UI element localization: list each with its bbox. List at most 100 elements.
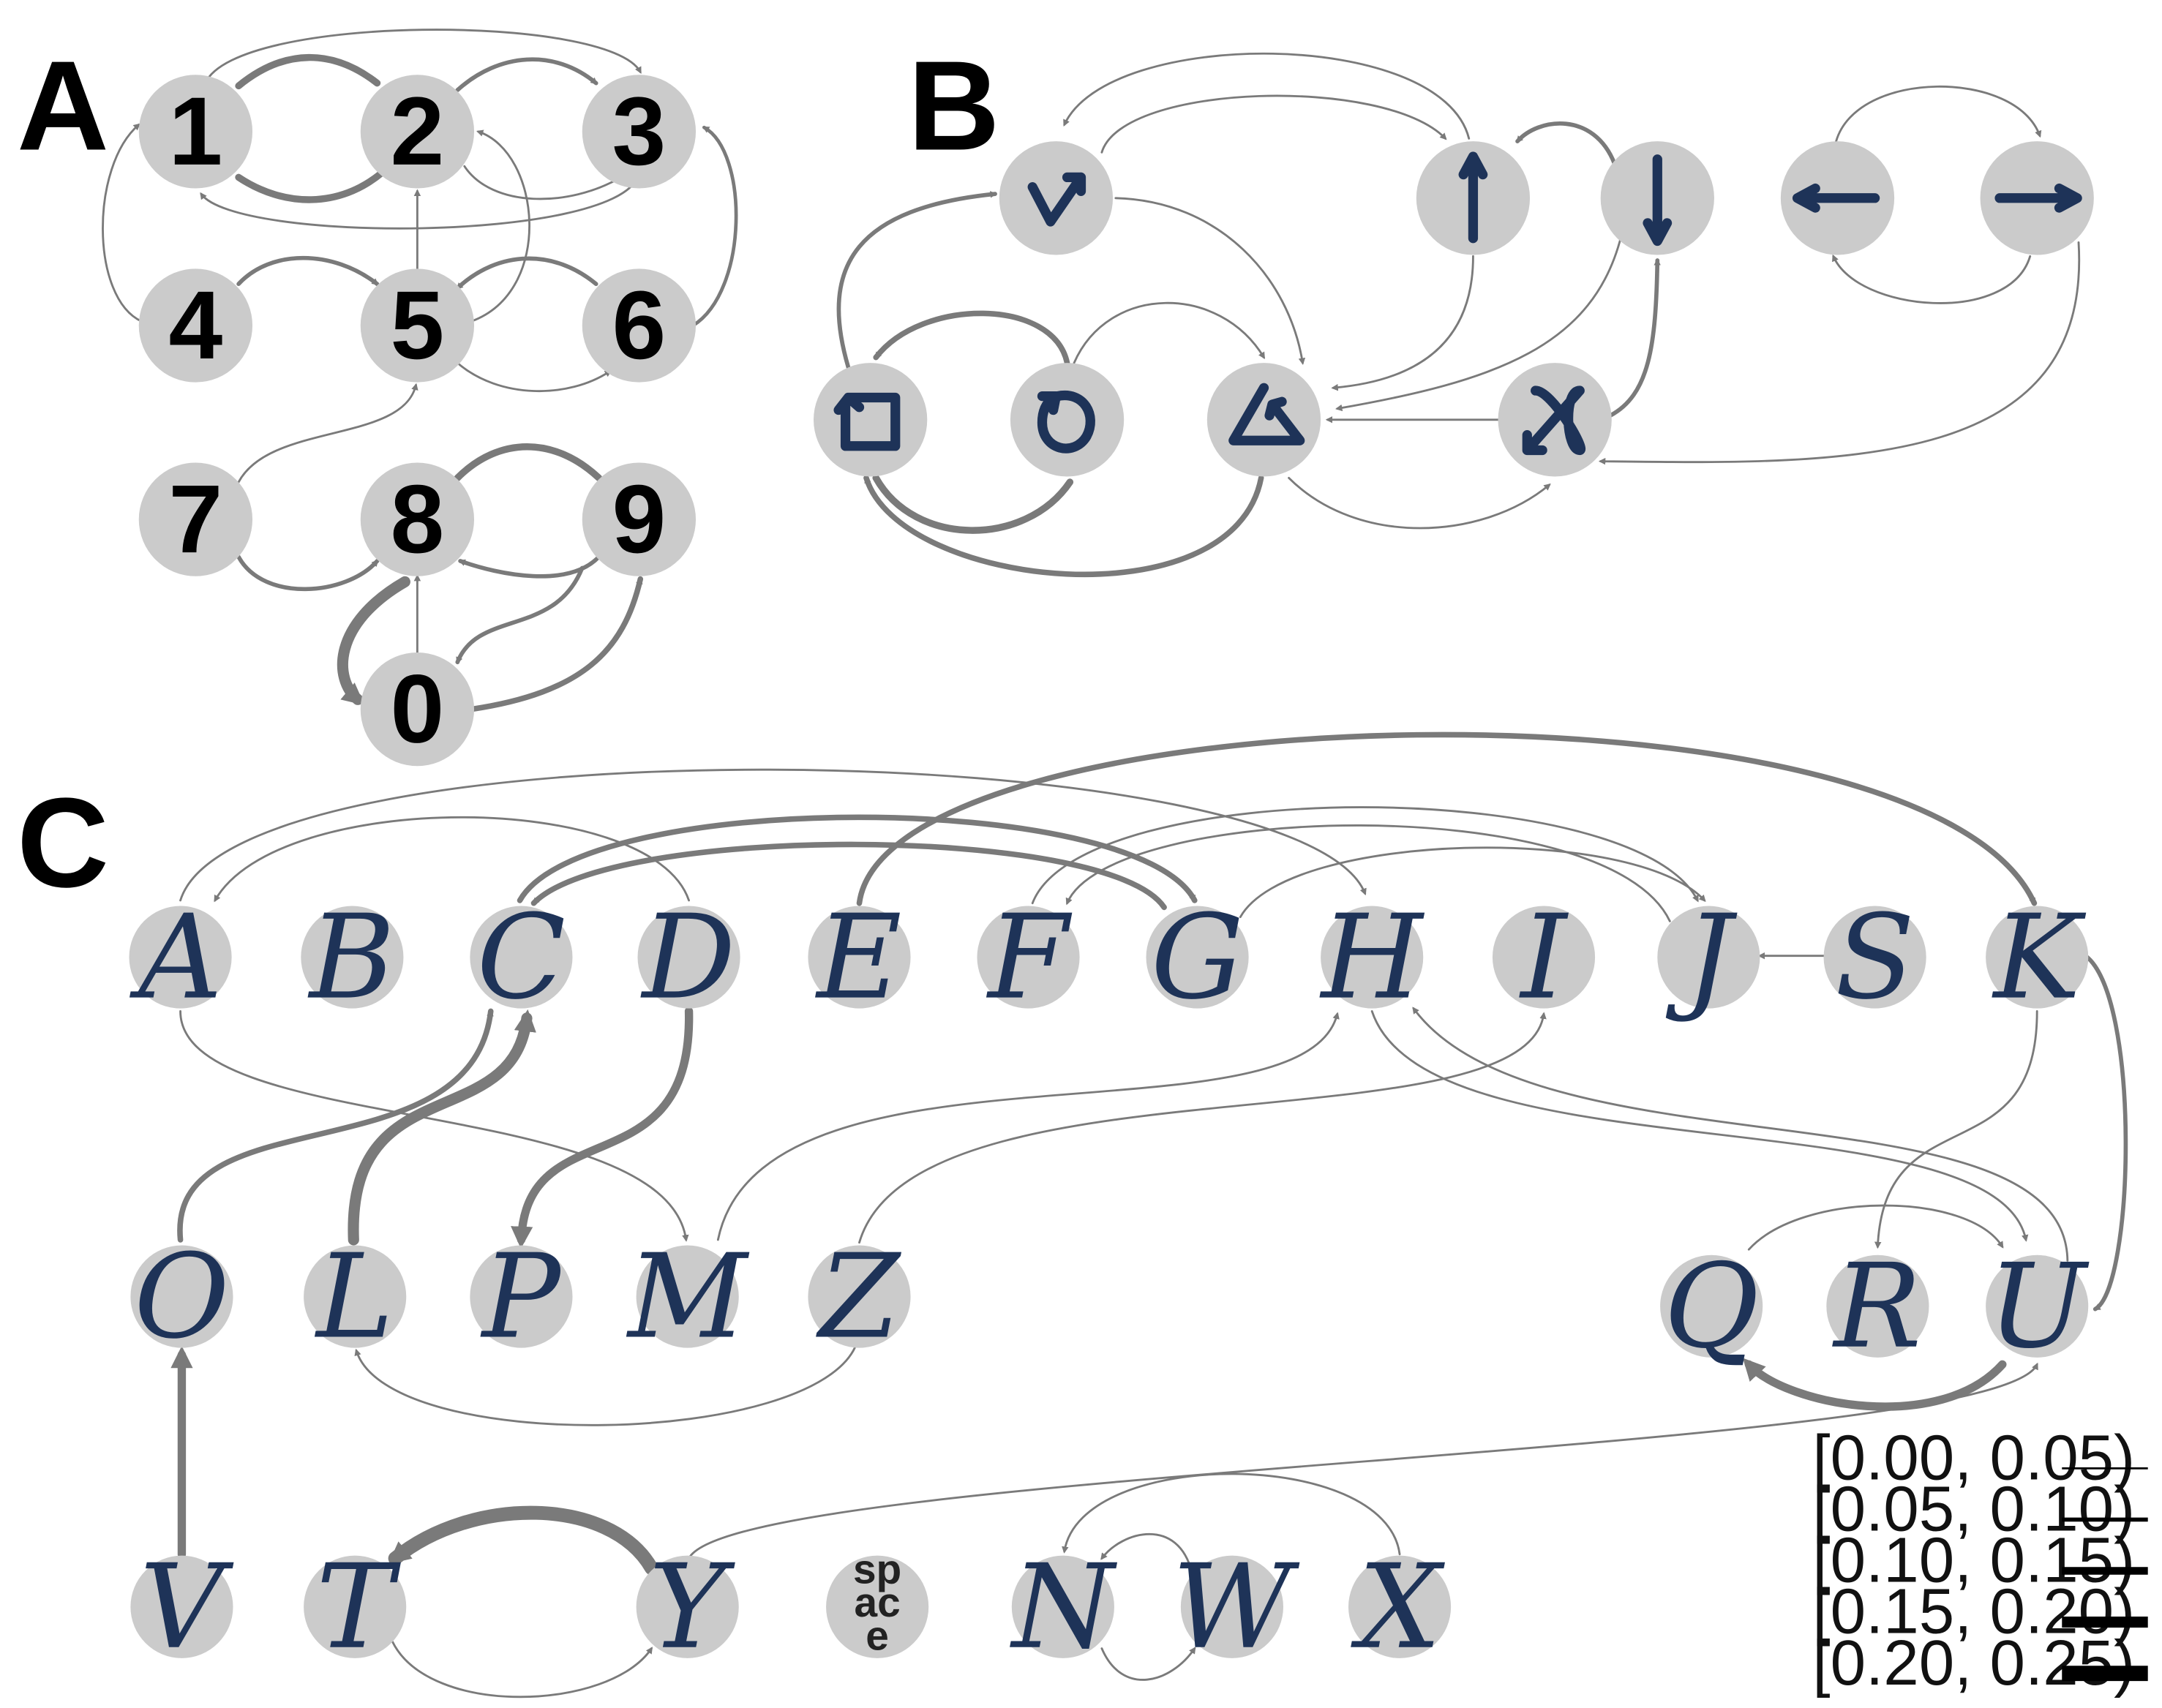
letter-y-label: Y — [649, 1539, 735, 1675]
space-label-line-3: e — [866, 1613, 889, 1659]
letter-v-label: V — [140, 1539, 234, 1675]
edge-5-6 — [456, 361, 612, 392]
node-letter-t: T — [304, 1539, 407, 1675]
node-letter-j: J — [1657, 889, 1760, 1026]
edge-z-l — [354, 1342, 858, 1426]
legend-label-3: [0.10, 0.15) — [1812, 1525, 2135, 1596]
edge-circle-square — [873, 310, 1070, 366]
node-letter-u: U — [1986, 1238, 2090, 1374]
edge-x-down — [1608, 258, 1661, 418]
node-letter-r: R — [1826, 1238, 1929, 1374]
node-4-label: 4 — [169, 271, 223, 380]
panel-b-nodes — [814, 141, 2094, 477]
legend-entry-5: [0.20, 0.25) — [1812, 1628, 2148, 1698]
edge-2-1 — [235, 169, 385, 203]
edge-w-n — [1100, 1533, 1193, 1573]
letter-x-label: X — [1350, 1539, 1445, 1675]
edge-j-f — [1065, 824, 1671, 922]
edge-f-j — [1031, 806, 1699, 905]
letter-z-label: Z — [815, 1229, 901, 1365]
edge-0-9 — [468, 576, 644, 712]
edge-5-2-curve — [470, 129, 530, 323]
node-letter-k: K — [1986, 889, 2089, 1026]
node-3: 3 — [582, 75, 697, 189]
edge-circle-triangle — [1073, 301, 1265, 364]
node-letter-h: H — [1319, 889, 1425, 1026]
node-letter-c: C — [470, 889, 573, 1026]
node-check — [999, 141, 1114, 255]
node-7-label: 7 — [169, 465, 223, 573]
node-letter-m: M — [626, 1229, 750, 1365]
arrow-right-icon — [1994, 183, 2082, 213]
letter-k-label: K — [1992, 889, 2087, 1026]
legend-label-2: [0.05, 0.10) — [1812, 1474, 2135, 1545]
edge-triangle-square — [863, 475, 1264, 577]
edge-y-t — [388, 1505, 658, 1576]
space-label-line-2: ac — [855, 1580, 901, 1626]
edge-2-3-lower — [463, 165, 623, 200]
edge-e-k — [856, 731, 2038, 906]
edge-down-up — [1515, 121, 1617, 166]
node-letter-b: B — [301, 889, 404, 1026]
edge-d-p — [511, 1007, 694, 1249]
node-triangle — [1206, 363, 1321, 477]
node-6: 6 — [582, 268, 697, 383]
edge-4-1 — [102, 123, 143, 323]
node-letter-n: N — [1009, 1539, 1117, 1675]
edge-a-h — [179, 768, 1367, 902]
edge-9-8 — [458, 554, 601, 579]
node-letter-e: E — [808, 889, 911, 1026]
panel-label-a: A — [17, 34, 109, 177]
square-icon — [833, 392, 901, 451]
letter-e-label: E — [814, 889, 901, 1026]
edge-h-u — [1370, 1010, 2029, 1242]
legend-label-4: [0.15, 0.20) — [1812, 1576, 2135, 1647]
letter-s-label: S — [1835, 889, 1915, 1026]
edge-right-x — [1598, 241, 2081, 465]
node-letter-o: O — [130, 1229, 233, 1365]
edge-x-n — [1062, 1472, 1401, 1556]
letter-r-label: R — [1832, 1238, 1922, 1374]
node-2: 2 — [360, 75, 475, 189]
edge-left-right — [1835, 85, 2042, 143]
edge-n-w — [1100, 1647, 1196, 1681]
letter-a-label: A — [129, 889, 222, 1026]
panel-label-c: C — [17, 771, 109, 914]
node-arrow-up — [1416, 141, 1531, 255]
node-letter-q: Q — [1660, 1238, 1763, 1374]
letter-d-label: D — [640, 889, 736, 1026]
node-0: 0 — [360, 652, 475, 767]
node-5-label: 5 — [391, 271, 445, 380]
edge-8-0 — [337, 576, 410, 706]
node-letter-i: I — [1492, 889, 1596, 1026]
edge-y-u — [688, 1362, 2038, 1560]
edge-up-check — [1063, 52, 1471, 140]
node-0-label: 0 — [391, 655, 445, 764]
edge-l-c — [348, 1009, 536, 1246]
node-6-label: 6 — [612, 271, 667, 380]
edge-4-5 — [236, 255, 380, 287]
edge-d-a — [214, 816, 690, 903]
edge-t-y — [391, 1640, 653, 1698]
edge-square-check — [836, 191, 997, 369]
node-8: 8 — [360, 462, 475, 576]
letter-p-label: P — [480, 1229, 563, 1365]
letter-g-label: G — [1151, 889, 1244, 1026]
edge-u-h — [1412, 1007, 2069, 1262]
arrow-up-icon — [1458, 151, 1488, 244]
node-3-label: 3 — [612, 78, 667, 186]
edge-up-triangle — [1331, 255, 1474, 391]
node-space: sp ac e — [826, 1547, 929, 1659]
node-9-label: 9 — [612, 465, 667, 573]
edge-q-u — [1747, 1204, 2004, 1251]
node-2-label: 2 — [391, 78, 445, 186]
edge-triangle-x — [1288, 476, 1551, 530]
edge-check-triangle — [1114, 197, 1306, 365]
node-letter-y: Y — [636, 1539, 739, 1675]
node-letter-x: X — [1348, 1539, 1452, 1675]
edge-6-3 — [691, 125, 738, 328]
letter-m-label: M — [626, 1229, 750, 1365]
letter-l-label: L — [314, 1229, 394, 1365]
edge-6-5 — [455, 256, 598, 290]
